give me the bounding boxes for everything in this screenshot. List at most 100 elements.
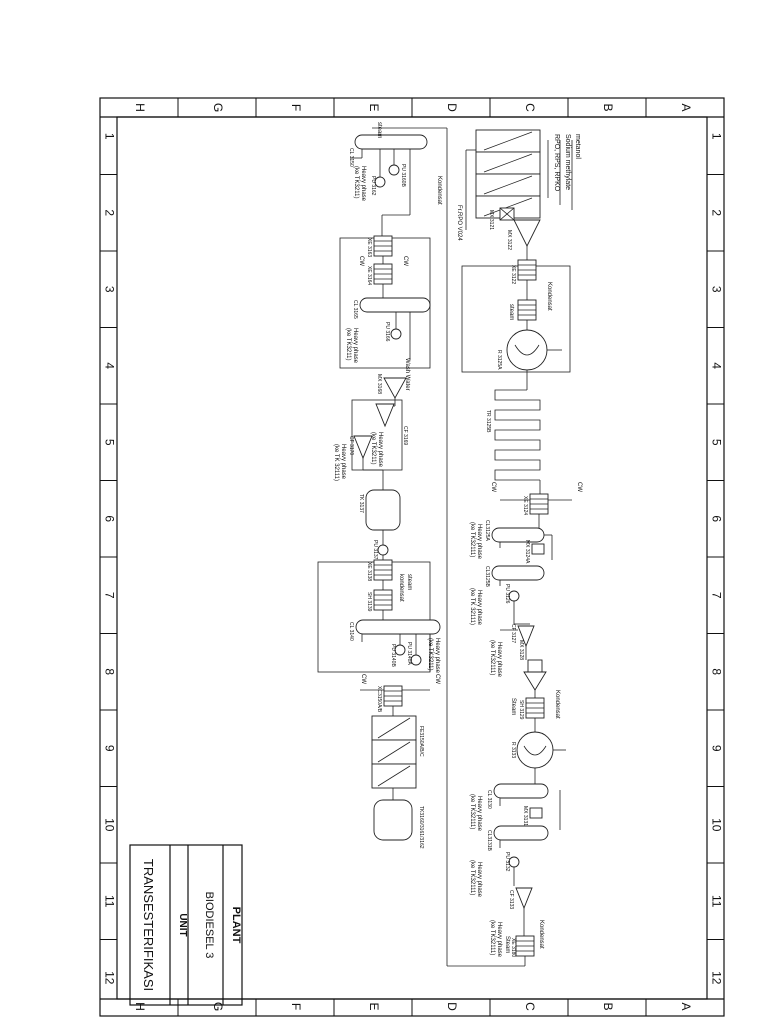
- label-cf3133: CF 3133: [508, 890, 514, 909]
- equipment-labels: metanol Sodium methylate RPO, RPS, RPKO …: [333, 122, 582, 958]
- label-ke-tk-8: (ke TK3211): [345, 328, 351, 360]
- label-cl3130: CL 3130: [486, 790, 492, 809]
- grid-row-label: E: [367, 1002, 381, 1010]
- grid-column-label: 6: [102, 515, 116, 522]
- label-cl3140: CL 3140: [348, 622, 354, 641]
- grid-row-label: D: [445, 103, 459, 112]
- label-r3125a: R 3125A: [496, 350, 502, 370]
- label-heavy-phase-2: Heavy phase: [476, 590, 482, 626]
- label-cl3165: CL 3165: [352, 300, 358, 319]
- grid-row-label: C: [523, 103, 537, 112]
- label-metanol: metanol: [574, 134, 581, 159]
- grid-row-label: G: [211, 1002, 225, 1011]
- pump-pu3166: [390, 328, 402, 340]
- label-sh3139: SH 3139: [366, 592, 372, 612]
- label-cl3150: CL 3150: [348, 148, 354, 167]
- grid-column-label: 2: [709, 209, 723, 216]
- label-cl3125b: CL3125B: [484, 566, 490, 588]
- label-xe3163: XE 3163: [366, 238, 372, 257]
- settler-cl3165: [359, 297, 431, 313]
- grid-row-label: E: [367, 103, 381, 111]
- grid-row-label: G: [211, 103, 225, 112]
- grid-row-label: D: [445, 1002, 459, 1011]
- grid-column-label: 11: [102, 895, 116, 908]
- label-mx3124a: MX 3124A: [524, 540, 530, 564]
- grid-column-label: 10: [709, 818, 723, 832]
- label-cw-1: CW: [576, 482, 582, 492]
- grid-row-label: B: [601, 103, 615, 111]
- settler-cl3140: [355, 619, 441, 635]
- pump-pu3160b: [388, 164, 400, 176]
- centrifuge-cf3127: [517, 625, 535, 648]
- label-xe3124: XE 3124: [522, 496, 528, 515]
- grid-column-label: 1: [709, 133, 723, 140]
- label-pu3132: PU 3132: [504, 852, 510, 872]
- settler-cl3125b: [491, 565, 545, 581]
- settler-cl3125a: [491, 527, 545, 543]
- label-cf3169: CF 3169: [402, 426, 408, 445]
- mixer-mx3122: [513, 219, 541, 248]
- label-mx3121: MX 3121: [488, 210, 494, 230]
- grid-column-label: 2: [102, 209, 116, 216]
- grid-column-label: 1: [102, 133, 116, 140]
- label-xe3122: XE 3122: [510, 265, 516, 284]
- label-fe3150: FE3150A/B/C: [418, 726, 424, 757]
- mixer-mx3124a: [531, 543, 545, 555]
- label-pu3166: PU 3166: [384, 322, 390, 342]
- label-steam-2: Steam: [510, 698, 516, 715]
- label-cl3125a: CL3125A: [484, 520, 490, 542]
- label-pu3126: PU 3126: [504, 584, 510, 604]
- grid-column-label: 7: [709, 592, 723, 599]
- label-heavy-phase-9: Heavy phase: [377, 432, 383, 468]
- lower-process-train: [317, 134, 441, 841]
- label-mx3122: MX 3122: [506, 230, 512, 250]
- label-r3133: R 3133: [510, 742, 516, 758]
- grid-column-label: 10: [102, 818, 116, 832]
- label-ke-tk-6: (ke TK32111): [489, 920, 495, 955]
- label-fr-rpo: Fr.RPO V024: [456, 205, 462, 241]
- grid-row-label: H: [133, 1002, 147, 1011]
- label-heavy-phase-5: Heavy phase: [476, 862, 482, 898]
- label-mx3131: MX 3131: [522, 806, 528, 826]
- grid-row-label: A: [679, 1002, 693, 1010]
- label-mx3168: MX 3168: [376, 374, 382, 394]
- settler-cl3150: [354, 134, 428, 150]
- label-cw-4: CW: [358, 256, 364, 266]
- label-wash-water: Wash Water: [404, 358, 410, 391]
- label-xe3180: XE 3180: [510, 938, 516, 957]
- label-pu3137: PU 3137: [372, 540, 378, 560]
- grid-row-label: F: [289, 1003, 303, 1010]
- label-ke-tk-10: (ke TK 32111): [333, 444, 339, 481]
- grid-row-label: B: [601, 1002, 615, 1010]
- reactor-r3133: [516, 731, 554, 769]
- grid-column-label: 7: [102, 592, 116, 599]
- label-cw-2: CW: [490, 482, 496, 492]
- label-heavy-phase-10: Heavy phase: [340, 444, 346, 480]
- inner-border: [116, 116, 708, 1000]
- label-tk3160: TK3160/3161/3162: [418, 806, 424, 849]
- label-cw-5: CW: [434, 674, 440, 684]
- grid-column-label: 8: [102, 668, 116, 675]
- label-ke-tk-2: (ke TK 32111): [469, 588, 475, 625]
- label-kondensat-5: kondensat: [398, 574, 404, 602]
- top-process-train: [372, 127, 573, 967]
- label-ke-tk-3: (ke TK32111): [489, 640, 495, 675]
- label-ke-tk-11: (ke TK3211): [427, 638, 433, 670]
- mixer-mx3128: [527, 659, 543, 673]
- grid-column-label: 6: [709, 515, 723, 522]
- grid-column-label: 3: [102, 286, 116, 293]
- grid-column-label: 5: [102, 439, 116, 446]
- label-ke-tk-5: (ke TK32111): [469, 860, 475, 895]
- label-pu3160b: PU 3160B: [400, 164, 406, 187]
- centrifuge-cf3169: [375, 403, 395, 428]
- label-kondensat-2: Kondensat: [554, 690, 560, 719]
- tank-tk3160: [373, 799, 413, 841]
- label-tk3137: TK 3137: [358, 494, 364, 513]
- title-plant-value: BIODIESEL 3: [203, 892, 215, 959]
- grid-column-label: 11: [709, 895, 723, 908]
- grid-column-label: 4: [102, 362, 116, 369]
- label-cw-6: CW: [360, 674, 366, 684]
- label-heavy-phase-4: Heavy phase: [476, 796, 482, 832]
